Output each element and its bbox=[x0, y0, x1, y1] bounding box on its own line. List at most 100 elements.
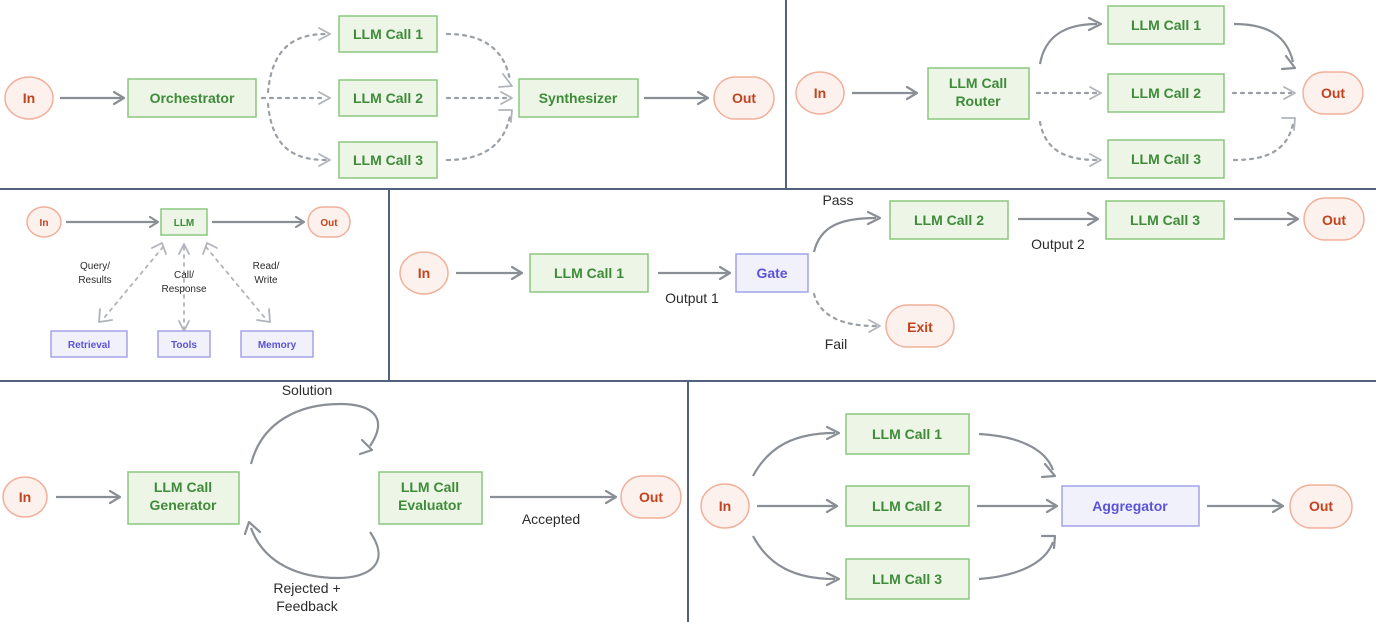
edge-label-retrieval: Query/ Results bbox=[78, 261, 111, 286]
node-llm-call-3: LLM Call 3 bbox=[845, 558, 970, 600]
node-llm-call-3: LLM Call 3 bbox=[1105, 200, 1225, 240]
node-exit-label: Exit bbox=[907, 319, 933, 335]
edge-in-call1 bbox=[752, 425, 841, 477]
node-out: Out bbox=[1302, 71, 1364, 115]
node-memory-label: Memory bbox=[258, 340, 297, 351]
edge-label-fail: Fail bbox=[825, 336, 848, 352]
node-retrieval-label: Retrieval bbox=[68, 340, 110, 351]
edge-llm-out bbox=[212, 215, 306, 229]
edge-in-call3 bbox=[752, 535, 841, 587]
edge-call3-aggregator bbox=[978, 534, 1057, 581]
edge-call2-aggregator bbox=[977, 498, 1059, 514]
edge-label-tools-line1: Call/ bbox=[174, 270, 194, 281]
node-llm-call-3-label: LLM Call 3 bbox=[872, 571, 942, 587]
node-generator-label-line1: LLM Call bbox=[154, 479, 212, 495]
edge-aggregator-out bbox=[1207, 498, 1285, 514]
node-in: In bbox=[2, 476, 48, 518]
node-out-label: Out bbox=[320, 218, 338, 229]
node-llm-call-2-label: LLM Call 2 bbox=[353, 90, 423, 106]
edge-router-call3 bbox=[1038, 120, 1102, 167]
node-tools: Tools bbox=[157, 330, 211, 358]
edge-in-generator bbox=[56, 489, 122, 505]
edge-orchestrator-call3 bbox=[266, 102, 331, 167]
node-out: Out bbox=[1303, 197, 1365, 241]
node-in-label: In bbox=[19, 489, 31, 505]
node-evaluator-label-line2: Evaluator bbox=[398, 497, 462, 513]
edge-label-accepted: Accepted bbox=[522, 511, 580, 527]
edge-in-router bbox=[852, 85, 919, 101]
node-llm-call-1-label: LLM Call 1 bbox=[554, 265, 624, 281]
node-in-label: In bbox=[40, 218, 49, 229]
node-llm-call-1-label: LLM Call 1 bbox=[872, 426, 942, 442]
edge-orchestrator-call1 bbox=[266, 27, 331, 94]
edge-call3-synthesizer bbox=[445, 109, 513, 162]
node-llm-call-2-label: LLM Call 2 bbox=[872, 498, 942, 514]
edge-rejected-feedback: Rejected + Feedback bbox=[243, 520, 380, 614]
edge-call1-out bbox=[1233, 22, 1297, 71]
node-in-label: In bbox=[418, 265, 430, 281]
edge-gate-fail: Fail bbox=[812, 292, 881, 352]
node-gate-label: Gate bbox=[756, 265, 787, 281]
node-out-label: Out bbox=[639, 489, 663, 505]
node-evaluator-label-line1: LLM Call bbox=[401, 479, 459, 495]
edge-in-llm bbox=[66, 215, 160, 229]
node-llm-call-1: LLM Call 1 bbox=[529, 253, 649, 293]
node-in-label: In bbox=[719, 498, 731, 514]
node-llm-call-1: LLM Call 1 bbox=[845, 413, 970, 455]
node-llm-call-2-label: LLM Call 2 bbox=[914, 212, 984, 228]
node-out-label: Out bbox=[1321, 85, 1345, 101]
edge-in-call2 bbox=[757, 498, 839, 514]
edge-call2-out bbox=[1231, 86, 1296, 100]
node-llm-call-1: LLM Call 1 bbox=[338, 15, 438, 53]
node-synthesizer: Synthesizer bbox=[518, 78, 639, 118]
node-llm-call-1-label: LLM Call 1 bbox=[353, 26, 423, 42]
edge-label-retrieval-line2: Results bbox=[78, 275, 111, 286]
edge-label-memory-line2: Write bbox=[254, 275, 278, 286]
edge-label-output2: Output 2 bbox=[1031, 236, 1085, 252]
edge-llm-memory bbox=[202, 242, 271, 323]
node-llm-call-3-label: LLM Call 3 bbox=[1131, 151, 1201, 167]
panel-parallelization: In LLM Call 1 bbox=[689, 382, 1376, 622]
panel-orchestrator-workers: In Orchestrator bbox=[0, 0, 787, 190]
panel-prompt-chaining-gate: In LLM Call 1 Output 1 Gate bbox=[390, 190, 1376, 382]
node-llm-call-2: LLM Call 2 bbox=[338, 79, 438, 117]
node-out-label: Out bbox=[1309, 498, 1333, 514]
edge-label-memory-line1: Read/ bbox=[253, 261, 280, 272]
node-llm-call-3-label: LLM Call 3 bbox=[353, 152, 423, 168]
edge-call2-synthesizer bbox=[445, 91, 513, 105]
node-llm-call-2: LLM Call 2 bbox=[845, 485, 970, 527]
edge-llm-retrieval bbox=[98, 242, 167, 323]
edge-router-call1 bbox=[1038, 16, 1103, 65]
edge-call1-gate: Output 1 bbox=[658, 265, 732, 306]
edge-call3-out bbox=[1234, 211, 1300, 227]
node-in: In bbox=[4, 76, 54, 120]
node-router-label-line1: LLM Call bbox=[949, 75, 1007, 91]
node-gate: Gate bbox=[735, 253, 809, 293]
edge-call1-aggregator bbox=[978, 432, 1057, 479]
node-llm-call-2: LLM Call 2 bbox=[1107, 73, 1225, 113]
edge-synthesizer-out bbox=[644, 90, 710, 106]
panel-augmented-llm: In LLM Out bbox=[0, 190, 390, 382]
node-synthesizer-label: Synthesizer bbox=[539, 90, 618, 106]
edge-solution: Solution bbox=[249, 382, 380, 465]
node-out: Out bbox=[713, 76, 775, 120]
node-llm-call-3: LLM Call 3 bbox=[338, 141, 438, 179]
edge-label-pass: Pass bbox=[822, 192, 853, 208]
edge-call2-call3: Output 2 bbox=[1018, 211, 1100, 252]
edge-label-retrieval-line1: Query/ bbox=[80, 261, 110, 272]
node-out: Out bbox=[1289, 484, 1353, 529]
edge-orchestrator-call2 bbox=[260, 91, 331, 105]
edge-label-tools-line2: Response bbox=[161, 284, 206, 295]
edge-call3-out bbox=[1232, 117, 1296, 162]
node-in: In bbox=[700, 483, 750, 529]
node-llm-call-1: LLM Call 1 bbox=[1107, 5, 1225, 45]
edge-evaluator-out: Accepted bbox=[490, 489, 618, 527]
node-in-label: In bbox=[23, 90, 35, 106]
edge-label-tools: Call/ Response bbox=[161, 270, 206, 295]
node-llm-call-evaluator: LLM Call Evaluator bbox=[378, 471, 483, 525]
node-retrieval: Retrieval bbox=[50, 330, 128, 358]
node-llm-call-router: LLM Call Router bbox=[927, 67, 1030, 120]
node-llm-call-2: LLM Call 2 bbox=[889, 200, 1009, 240]
node-generator-label-line2: Generator bbox=[150, 497, 217, 513]
